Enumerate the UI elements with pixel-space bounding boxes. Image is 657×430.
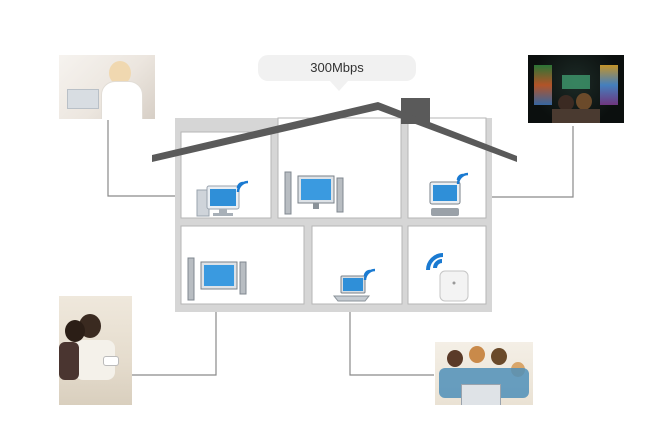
photo-woman-with-laptop — [59, 55, 155, 119]
speed-callout: 300Mbps — [258, 55, 416, 91]
connector-top-left — [107, 120, 196, 197]
laptop-icon — [67, 89, 99, 109]
person-head — [469, 346, 485, 363]
person-head — [558, 95, 574, 111]
flat-tv-with-speakers-icon — [284, 171, 344, 215]
game-controller-icon — [103, 356, 119, 366]
laptop-icon — [332, 275, 371, 302]
connector-top-right — [468, 126, 574, 198]
wifi-signal-icon — [456, 172, 469, 185]
connector-bottom-right — [349, 303, 434, 376]
screen-center — [562, 75, 590, 89]
photo-couple-watching-screens — [528, 55, 624, 123]
laptop-icon — [461, 384, 501, 405]
connector-lines — [107, 120, 574, 376]
roof — [152, 102, 517, 162]
flat-tv-with-speakers-icon — [187, 257, 247, 301]
wireless-router-icon — [439, 270, 469, 302]
connector-bottom-left — [132, 288, 217, 376]
screen-wall-left — [534, 65, 552, 105]
screen-wall-right — [600, 65, 618, 105]
person-body — [101, 81, 143, 119]
person-head — [491, 348, 507, 365]
person-head — [576, 93, 592, 110]
desktop-computer-icon — [196, 185, 240, 217]
wifi-signal-icon — [363, 268, 376, 281]
person-head — [109, 61, 131, 85]
person-head — [447, 350, 463, 367]
wifi-signal-icon — [426, 253, 444, 271]
photo-family-with-laptop — [435, 342, 533, 405]
wifi-signal-icon — [236, 180, 249, 193]
sofa — [552, 109, 600, 123]
desktop-monitor-icon — [429, 181, 461, 216]
photo-couple-playing-games — [59, 296, 132, 405]
person-body — [59, 342, 79, 380]
person-head — [65, 320, 85, 342]
